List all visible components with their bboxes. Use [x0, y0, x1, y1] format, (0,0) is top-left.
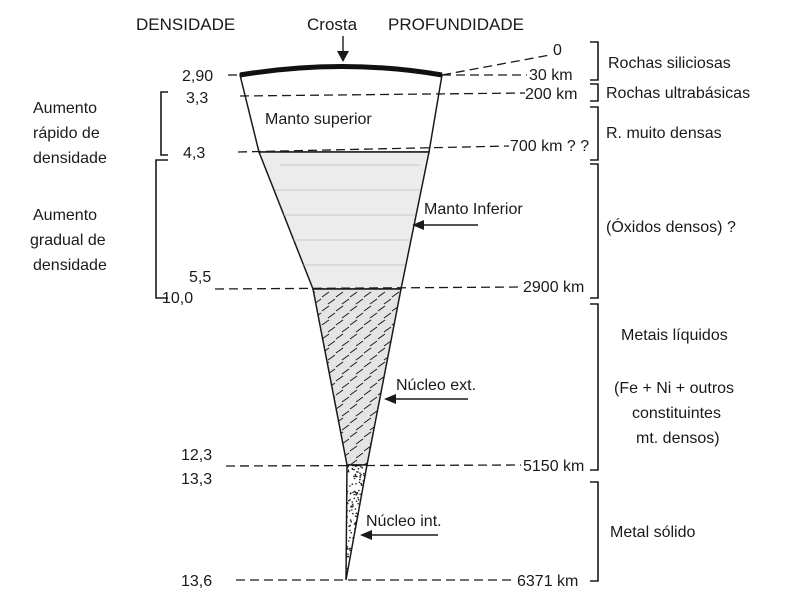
- inner-core-layer: [345, 464, 368, 581]
- oxides-bracket: [590, 163, 599, 299]
- density-upper-mantle-top: 3,3: [186, 90, 208, 107]
- liquid-metals-label: Metais líquidos: [621, 327, 728, 344]
- crust-layer: [239, 64, 443, 78]
- lower-mantle-layer: [257, 151, 430, 290]
- depth-header: PROFUNDIDADE: [388, 15, 524, 34]
- density-outer-core-base: 12,3: [181, 447, 212, 464]
- rapid-increase-line-3: densidade: [33, 150, 107, 167]
- siliceous-bracket: [590, 41, 599, 81]
- gradual-increase-line-1: Aumento: [33, 207, 97, 224]
- liquid-metals-detail-1: (Fe + Ni + outros: [614, 380, 734, 397]
- upper-mantle-layer: [239, 65, 443, 153]
- depth-5150-value: 5150 km: [523, 458, 584, 475]
- right-brackets: [590, 41, 599, 582]
- rapid-increase-line-1: Aumento: [33, 100, 97, 117]
- density-lower-mantle-top: 4,3: [183, 145, 205, 162]
- density-lower-mantle-base: 5,5: [189, 269, 211, 286]
- depth-5150-line: [225, 464, 522, 467]
- depth-2900-line: [214, 286, 524, 290]
- density-crust-value: 2,90: [182, 68, 213, 85]
- rapid-increase-bracket: [160, 91, 168, 156]
- liquid-metals-detail-3: mt. densos): [636, 430, 720, 447]
- lower-mantle-label: Manto Inferior: [424, 201, 523, 218]
- outer-core-label: Núcleo ext.: [396, 377, 476, 394]
- dense-oxides-label: (Óxidos densos) ?: [606, 217, 736, 236]
- liquid-metals-bracket: [590, 303, 599, 471]
- depth-700-line: [237, 145, 510, 153]
- gradual-increase-line-3: densidade: [33, 257, 107, 274]
- ultrabasic-bracket: [590, 83, 599, 102]
- depth-700-value: 700 km ? ?: [510, 138, 589, 155]
- gradual-increase-line-2: gradual de: [30, 232, 106, 249]
- upper-mantle-label: Manto superior: [265, 111, 372, 128]
- dense-rock-bracket: [590, 106, 599, 161]
- solid-metal-bracket: [590, 481, 599, 582]
- depth-2900-value: 2900 km: [523, 279, 584, 296]
- density-inner-core-top: 13,3: [181, 471, 212, 488]
- inner-core-label: Núcleo int.: [366, 513, 442, 530]
- density-center: 13,6: [181, 573, 212, 590]
- boundary-lines: [214, 54, 551, 581]
- depth-30-value: 30 km: [529, 67, 573, 84]
- depth-200-line: [239, 92, 526, 97]
- rapid-increase-line-2: rápido de: [33, 125, 100, 142]
- density-header: DENSIDADE: [136, 15, 235, 34]
- solid-metal-label: Metal sólido: [610, 524, 695, 541]
- depth-0-line: [441, 54, 551, 76]
- liquid-metals-detail-2: constituintes: [632, 405, 721, 422]
- depth-6371-value: 6371 km: [517, 573, 578, 590]
- density-outer-core-top: 10,0: [162, 290, 193, 307]
- ultrabasic-rocks-label: Rochas ultrabásicas: [606, 85, 750, 102]
- lower-mantle-texture: [275, 164, 420, 266]
- lower-mantle-pointer: [412, 220, 478, 230]
- crust-arrow-head: [337, 51, 349, 62]
- left-brackets: [155, 91, 168, 299]
- siliceous-rocks-label: Rochas siliciosas: [608, 55, 731, 72]
- depth-0-value: 0: [553, 42, 562, 59]
- outer-core-pointer: [384, 394, 468, 404]
- inner-core-pointer: [360, 530, 438, 540]
- dense-rocks-label: R. muito densas: [606, 125, 722, 142]
- depth-200-value: 200 km: [525, 86, 577, 103]
- crust-header: Crosta: [307, 15, 358, 34]
- gradual-increase-bracket: [155, 159, 168, 299]
